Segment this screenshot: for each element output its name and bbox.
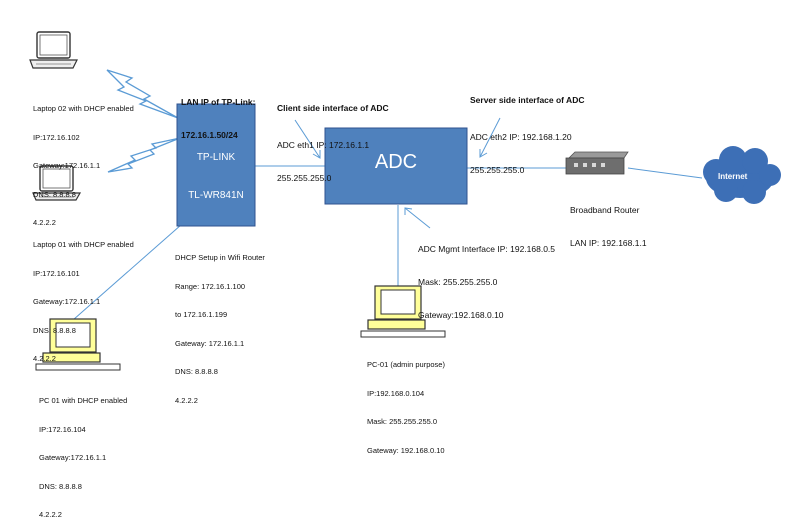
server-side-line: 255.255.255.0 [470, 165, 525, 175]
dhcp-setup-line: 4.2.2.2 [175, 395, 198, 405]
laptop-01-info: Laptop 01 with DHCP enabled IP:172.16.10… [33, 221, 134, 373]
laptop-icon [29, 31, 78, 69]
router-label-line: TP-LINK [196, 152, 236, 163]
router-label-line: TL-WR841N [188, 189, 244, 201]
client-side-label: Client side interface of ADC ADC eth1 IP… [277, 81, 389, 195]
adc-box [324, 127, 468, 205]
laptop-02-line: DNS: 8.8.8.8 [33, 189, 76, 199]
tp-link-router-label: TP-LINK TL-WR841N DHCP Enabled -acts as … [177, 127, 255, 365]
laptop-02-line: Laptop 02 with DHCP enabled [33, 104, 134, 113]
pc-01-line: Gateway:172.16.1.1 [39, 453, 107, 462]
pc-admin-info: PC-01 (admin purpose) IP:192.168.0.104 M… [367, 341, 445, 465]
pc-admin-line: IP:192.168.0.104 [367, 388, 425, 398]
mgmt-line: Mask: 255.255.255.0 [418, 277, 498, 287]
lan-ip-line: LAN IP of TP-Link: [181, 97, 256, 107]
link-broadband-internet [627, 167, 703, 179]
desktop-pc-icon [360, 285, 446, 338]
arrow-client-side [294, 119, 321, 159]
dhcp-setup-line: DNS: 8.8.8.8 [175, 367, 218, 376]
pc-01-line: 4.2.2.2 [39, 510, 62, 519]
server-side-title: Server side interface of ADC [470, 95, 585, 105]
desktop-pc-icon [35, 318, 121, 371]
dhcp-setup-info: DHCP Setup in Wifi Router Range: 172.16.… [175, 234, 265, 415]
laptop-01-line: Gateway:172.16.1.1 [33, 297, 101, 306]
router-label-line: Router [200, 339, 231, 351]
dhcp-setup-line: Gateway: 172.16.1.1 [175, 338, 245, 348]
server-side-line: ADC eth2 IP: 192.168.1.20 [470, 132, 572, 142]
router-label-line: -acts as [198, 264, 234, 276]
client-side-line: 255.255.255.0 [277, 173, 332, 183]
client-side-line: ADC eth1 IP: 172.16.1.1 [277, 140, 370, 150]
pc-01-line: PC 01 with DHCP enabled [39, 396, 128, 405]
pc-01-line: DNS: 8.8.8.8 [39, 481, 82, 491]
laptop-01-line: DNS: 8.8.8.8 [33, 325, 76, 335]
broadband-router-icon [565, 151, 629, 175]
client-side-title: Client side interface of ADC [277, 103, 389, 113]
internet-label: Internet [718, 172, 748, 181]
dhcp-setup-line: Range: 172.16.1.100 [175, 281, 246, 291]
mgmt-interface-label: ADC Mgmt Interface IP: 192.168.0.5 Mask:… [418, 222, 555, 332]
link-pc01-router [72, 209, 199, 321]
broadband-line: LAN IP: 192.168.1.1 [570, 238, 647, 248]
arrow-server-side [479, 117, 501, 158]
server-side-label: Server side interface of ADC ADC eth2 IP… [470, 73, 584, 187]
pc-01-line: IP:172.16.104 [39, 424, 86, 434]
laptop-01-line: Laptop 01 with DHCP enabled [33, 240, 134, 249]
laptop-02-line: Gateway:172.16.1.1 [33, 161, 101, 170]
router-label-line: Switch/Wifi [191, 302, 241, 313]
internet-cloud-icon [703, 146, 781, 204]
pc-admin-line: PC-01 (admin purpose) [367, 360, 445, 369]
laptop-02-info: Laptop 02 with DHCP enabled IP:172.16.10… [33, 85, 134, 237]
laptop-02-line: 4.2.2.2 [33, 218, 56, 227]
mgmt-line: ADC Mgmt Interface IP: 192.168.0.5 [418, 244, 556, 254]
lan-ip-label: LAN IP of TP-Link: 172.16.1.50/24 [181, 75, 255, 152]
mgmt-line: Gateway:192.168.0.10 [418, 310, 504, 320]
pc-admin-line: Gateway: 192.168.0.10 [367, 445, 445, 455]
adc-label: ADC [374, 151, 418, 173]
dhcp-setup-line: DHCP Setup in Wifi Router [175, 253, 265, 262]
laptop-02-line: IP:172.16.102 [33, 132, 80, 142]
dhcp-setup-line: to 172.16.1.199 [175, 310, 228, 319]
network-diagram [29, 31, 781, 371]
broadband-router-label: Broadband Router LAN IP: 192.168.1.1 [570, 183, 647, 260]
arrow-mgmt [404, 207, 431, 229]
lan-ip-line: 172.16.1.50/24 [181, 130, 238, 140]
router-label-line: DHCP Enabled [182, 227, 250, 238]
pc-01-info: PC 01 with DHCP enabled IP:172.16.104 Ga… [39, 377, 127, 529]
tp-link-router-box [176, 103, 256, 227]
laptop-01-line: IP:172.16.101 [33, 268, 80, 278]
laptop-01-line: 4.2.2.2 [33, 354, 56, 363]
broadband-line: Broadband Router [570, 205, 640, 215]
pc-admin-line: Mask: 255.255.255.0 [367, 417, 438, 426]
laptop-icon [32, 165, 82, 201]
